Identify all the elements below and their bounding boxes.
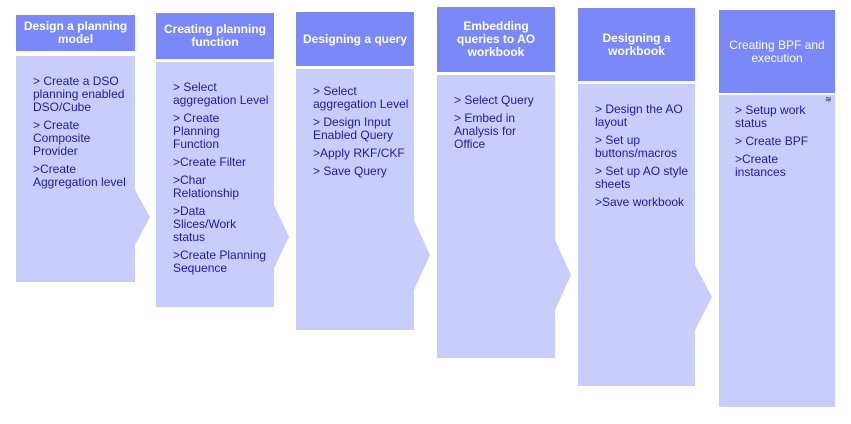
step-5-body: [578, 84, 712, 386]
list-item: > Set up AO style sheets: [595, 164, 689, 191]
step-2-header: Creating planning function: [156, 13, 274, 59]
step-1-header: Design a planning model: [16, 15, 135, 51]
list-item: >Save workbook: [595, 195, 685, 209]
handle-icon: ≋: [825, 95, 832, 104]
list-item: > Create a DSO planning enabled DSO/Cube: [33, 74, 125, 114]
step-1-body: [16, 56, 150, 282]
list-item: > Embed in Analysis for Office: [454, 111, 517, 151]
list-item: >Data Slices/Work status: [173, 204, 237, 244]
step-2-body: [156, 62, 289, 307]
list-item: > Design the AO layout: [595, 102, 683, 129]
step-1-items: > Create a DSO planning enabled DSO/Cube…: [33, 75, 133, 194]
list-item: >Create Filter: [173, 155, 247, 169]
step-3-body: [296, 69, 430, 330]
step-6-header: Creating BPF and execution: [719, 10, 835, 93]
list-item: > Select aggregation Level: [313, 84, 409, 111]
step-4-header: Embedding queries to AO workbook: [437, 7, 555, 72]
step-4-body: [437, 75, 571, 358]
list-item: > Select Query: [454, 93, 534, 107]
list-item: >Char Relationship: [173, 173, 240, 200]
step-3-header: Designing a query: [296, 12, 414, 66]
step-6-items: > Setup work status > Create BPF >Create…: [735, 104, 815, 184]
step-4-items: > Select Query > Embed in Analysis for O…: [454, 94, 534, 156]
step-5-header: Designing a workbook: [578, 8, 695, 81]
list-item: > Set up buttons/macros: [595, 133, 678, 160]
list-item: > Save Query: [313, 164, 387, 178]
list-item: > Create BPF: [735, 134, 809, 148]
list-item: > Setup work status: [735, 103, 806, 130]
list-item: > Select aggregation Level: [173, 80, 269, 107]
list-item: >Create instances: [735, 152, 786, 179]
list-item: >Create Planning Sequence: [173, 248, 267, 275]
step-3-items: > Select aggregation Level > Design Inpu…: [313, 85, 415, 183]
list-item: > Create Composite Provider: [33, 118, 91, 158]
step-5-items: > Design the AO layout > Set up buttons/…: [595, 103, 695, 214]
list-item: >Apply RKF/CKF: [313, 146, 405, 160]
list-item: > Create Planning Function: [173, 111, 220, 151]
list-item: >Create Aggregation level: [33, 162, 126, 189]
step-6-body: [719, 95, 835, 407]
step-2-items: > Select aggregation Level > Create Plan…: [173, 81, 275, 280]
list-item: > Design Input Enabled Query: [313, 115, 394, 142]
